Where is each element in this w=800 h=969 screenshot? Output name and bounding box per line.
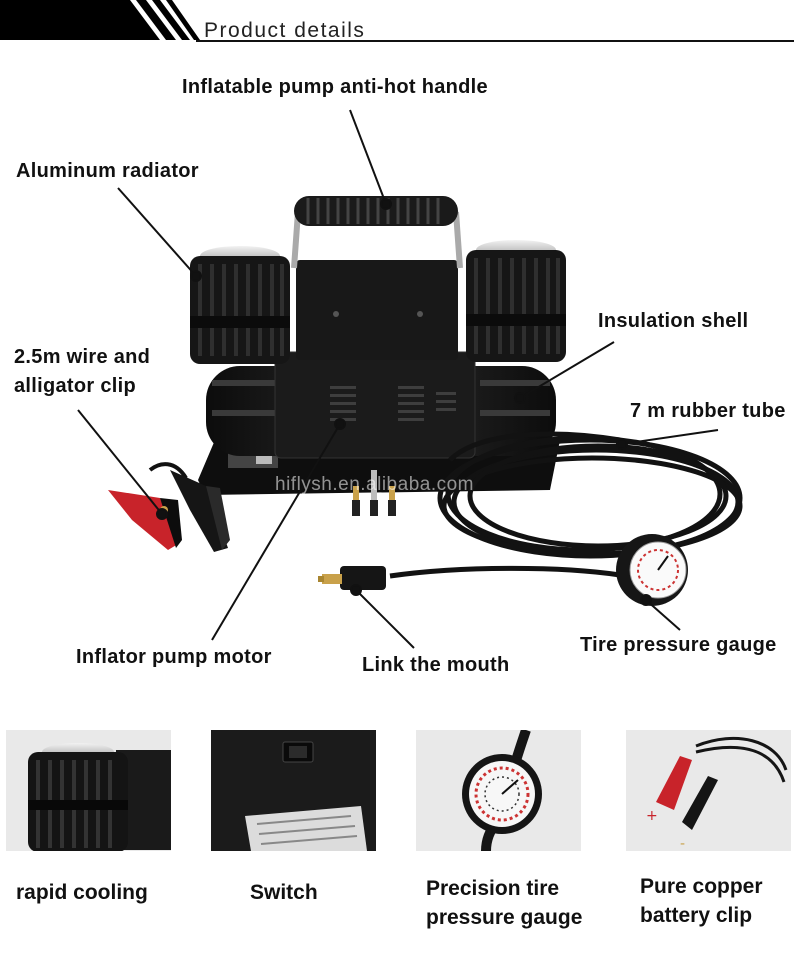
feature-image-switch — [211, 730, 376, 851]
callout-wire: 2.5m wire and alligator clip — [14, 343, 150, 401]
header-divider — [196, 40, 794, 42]
header-stripe-banner — [0, 0, 200, 40]
feature-caption-gauge: Precision tire pressure gauge — [426, 874, 582, 932]
feature-image-cooling — [6, 730, 171, 851]
callout-mouth: Link the mouth — [362, 654, 510, 676]
callout-gauge: Tire pressure gauge — [580, 634, 777, 656]
feature-caption-switch: Switch — [250, 881, 318, 904]
svg-text:-: - — [680, 836, 685, 851]
radiator-left — [190, 246, 290, 364]
centre-block — [296, 260, 458, 360]
callout-wire-line1: 2.5m wire and — [14, 346, 151, 368]
handle — [291, 196, 463, 269]
inflator-nozzle — [318, 566, 386, 590]
callout-leaders — [77, 109, 719, 649]
pressure-gauge-graphic — [616, 534, 688, 606]
gauge-closeup-graphic — [462, 730, 542, 851]
feature-caption-clip: Pure copper battery clip — [640, 872, 763, 930]
callout-tube: 7 m rubber tube — [630, 400, 786, 422]
product-illustration — [77, 109, 743, 649]
feature-caption-gauge-line2: pressure gauge — [426, 906, 583, 929]
radiator-closeup-graphic — [28, 743, 171, 851]
svg-text:+: + — [646, 808, 658, 824]
feature-caption-clip-line1: Pure copper — [640, 875, 763, 898]
callout-shell: Insulation shell — [598, 310, 749, 332]
feature-image-gauge — [416, 730, 581, 851]
battery-clip-closeup-graphic: + - — [646, 737, 788, 851]
watermark: hiflysh.en.alibaba.com — [275, 474, 474, 495]
callout-radiator: Aluminum radiator — [16, 160, 199, 182]
callout-handle: Inflatable pump anti-hot handle — [182, 76, 488, 98]
insulation-shell — [274, 351, 476, 459]
feature-caption-clip-line2: battery clip — [640, 904, 753, 927]
rubber-tube-coils — [389, 431, 743, 579]
callout-wire-line2: alligator clip — [14, 375, 137, 397]
feature-image-clip: + - — [626, 730, 791, 851]
callout-motor: Inflator pump motor — [76, 646, 272, 668]
valve-adapters — [352, 470, 396, 516]
header-stripes-graphic — [0, 0, 200, 40]
radiator-right — [466, 240, 566, 362]
switch-closeup-graphic — [211, 730, 376, 851]
feature-caption-gauge-line1: Precision tire — [426, 877, 560, 900]
feature-caption-cooling: rapid cooling — [16, 881, 148, 904]
page-title: Product details — [204, 19, 366, 42]
alligator-clips — [108, 462, 230, 552]
